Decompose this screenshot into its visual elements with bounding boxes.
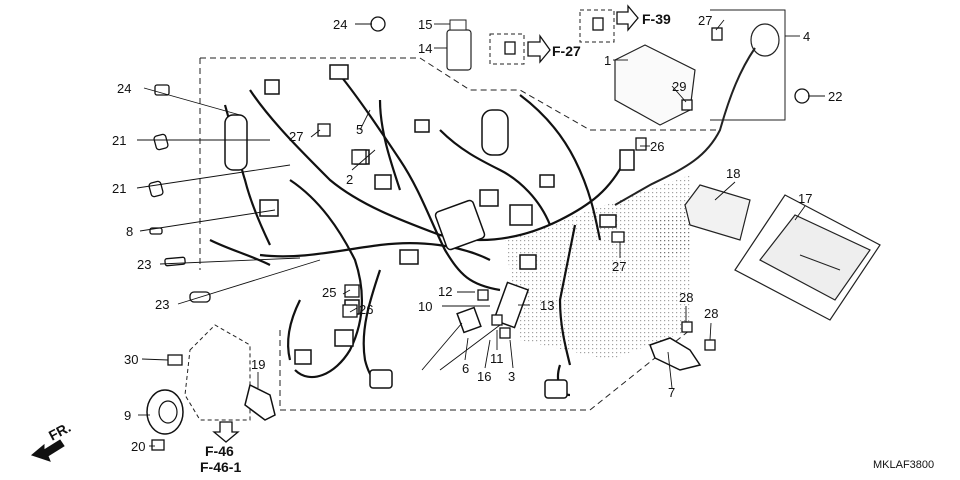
callout-27: 27	[612, 259, 626, 274]
ref-f39: F-39	[642, 11, 671, 27]
relay-14	[446, 29, 472, 71]
callout-16: 16	[477, 369, 491, 384]
callout-18: 18	[726, 166, 740, 181]
callout-21: 21	[112, 133, 126, 148]
callout-10: 10	[418, 299, 432, 314]
ref-f27: F-27	[552, 43, 581, 59]
ecu-frame	[734, 194, 881, 321]
arrow-f39	[616, 4, 639, 32]
ecu-body	[759, 214, 871, 301]
callout-6: 6	[462, 361, 469, 376]
callout-29: 29	[672, 79, 686, 94]
callout-27: 27	[698, 13, 712, 28]
front-arrow	[30, 439, 65, 462]
callout-26: 26	[359, 302, 373, 317]
callout-7: 7	[668, 385, 675, 400]
callout-4: 4	[803, 29, 810, 44]
arrow-f27	[527, 33, 551, 64]
callout-23: 23	[137, 257, 151, 272]
sensor-4	[750, 23, 780, 57]
page-references: F-39 F-27 F-46 F-46-1	[200, 11, 671, 475]
ref-f46-1: F-46-1	[200, 459, 241, 475]
front-label: FR.	[46, 419, 73, 444]
reference-arrows	[212, 4, 639, 443]
drawing-code: MKLAF3800	[873, 459, 934, 471]
capacitor	[481, 109, 509, 156]
callout-28: 28	[704, 306, 718, 321]
callout-28: 28	[679, 290, 693, 305]
callout-3: 3	[508, 369, 515, 384]
callout-26: 26	[650, 139, 664, 154]
callout-24: 24	[117, 81, 131, 96]
callout-19: 19	[251, 357, 265, 372]
callout-12: 12	[438, 284, 452, 299]
sensor-24	[224, 114, 248, 171]
callout-1: 1	[604, 53, 611, 68]
callout-22: 22	[828, 89, 842, 104]
bolt-box-f27	[489, 33, 525, 65]
callout-11: 11	[490, 351, 504, 366]
callout-17: 17	[798, 191, 812, 206]
callout-9: 9	[124, 408, 131, 423]
component-4-frame	[710, 9, 786, 121]
callout-5: 5	[356, 122, 363, 137]
bolt-box-f39	[579, 9, 615, 43]
callout-21: 21	[112, 181, 126, 196]
callout-27: 27	[289, 129, 303, 144]
callout-2: 2	[346, 172, 353, 187]
ref-f46: F-46	[205, 443, 234, 459]
module-18	[684, 184, 751, 241]
callout-14: 14	[418, 41, 432, 56]
callout-numbers: 24 24 15 14 1 27 4 22 29 21 21 27 5 2 8 …	[112, 13, 842, 454]
callout-25: 25	[322, 285, 336, 300]
arrow-f46	[212, 421, 240, 443]
fuse-15	[449, 19, 467, 31]
callout-24: 24	[333, 17, 347, 32]
leader-lines	[136, 19, 825, 447]
callout-23: 23	[155, 297, 169, 312]
callout-13: 13	[540, 298, 554, 313]
callout-30: 30	[124, 352, 138, 367]
callout-15: 15	[418, 17, 432, 32]
callout-20: 20	[131, 439, 145, 454]
callout-8: 8	[126, 224, 133, 239]
horn-bracket-box	[184, 324, 251, 421]
